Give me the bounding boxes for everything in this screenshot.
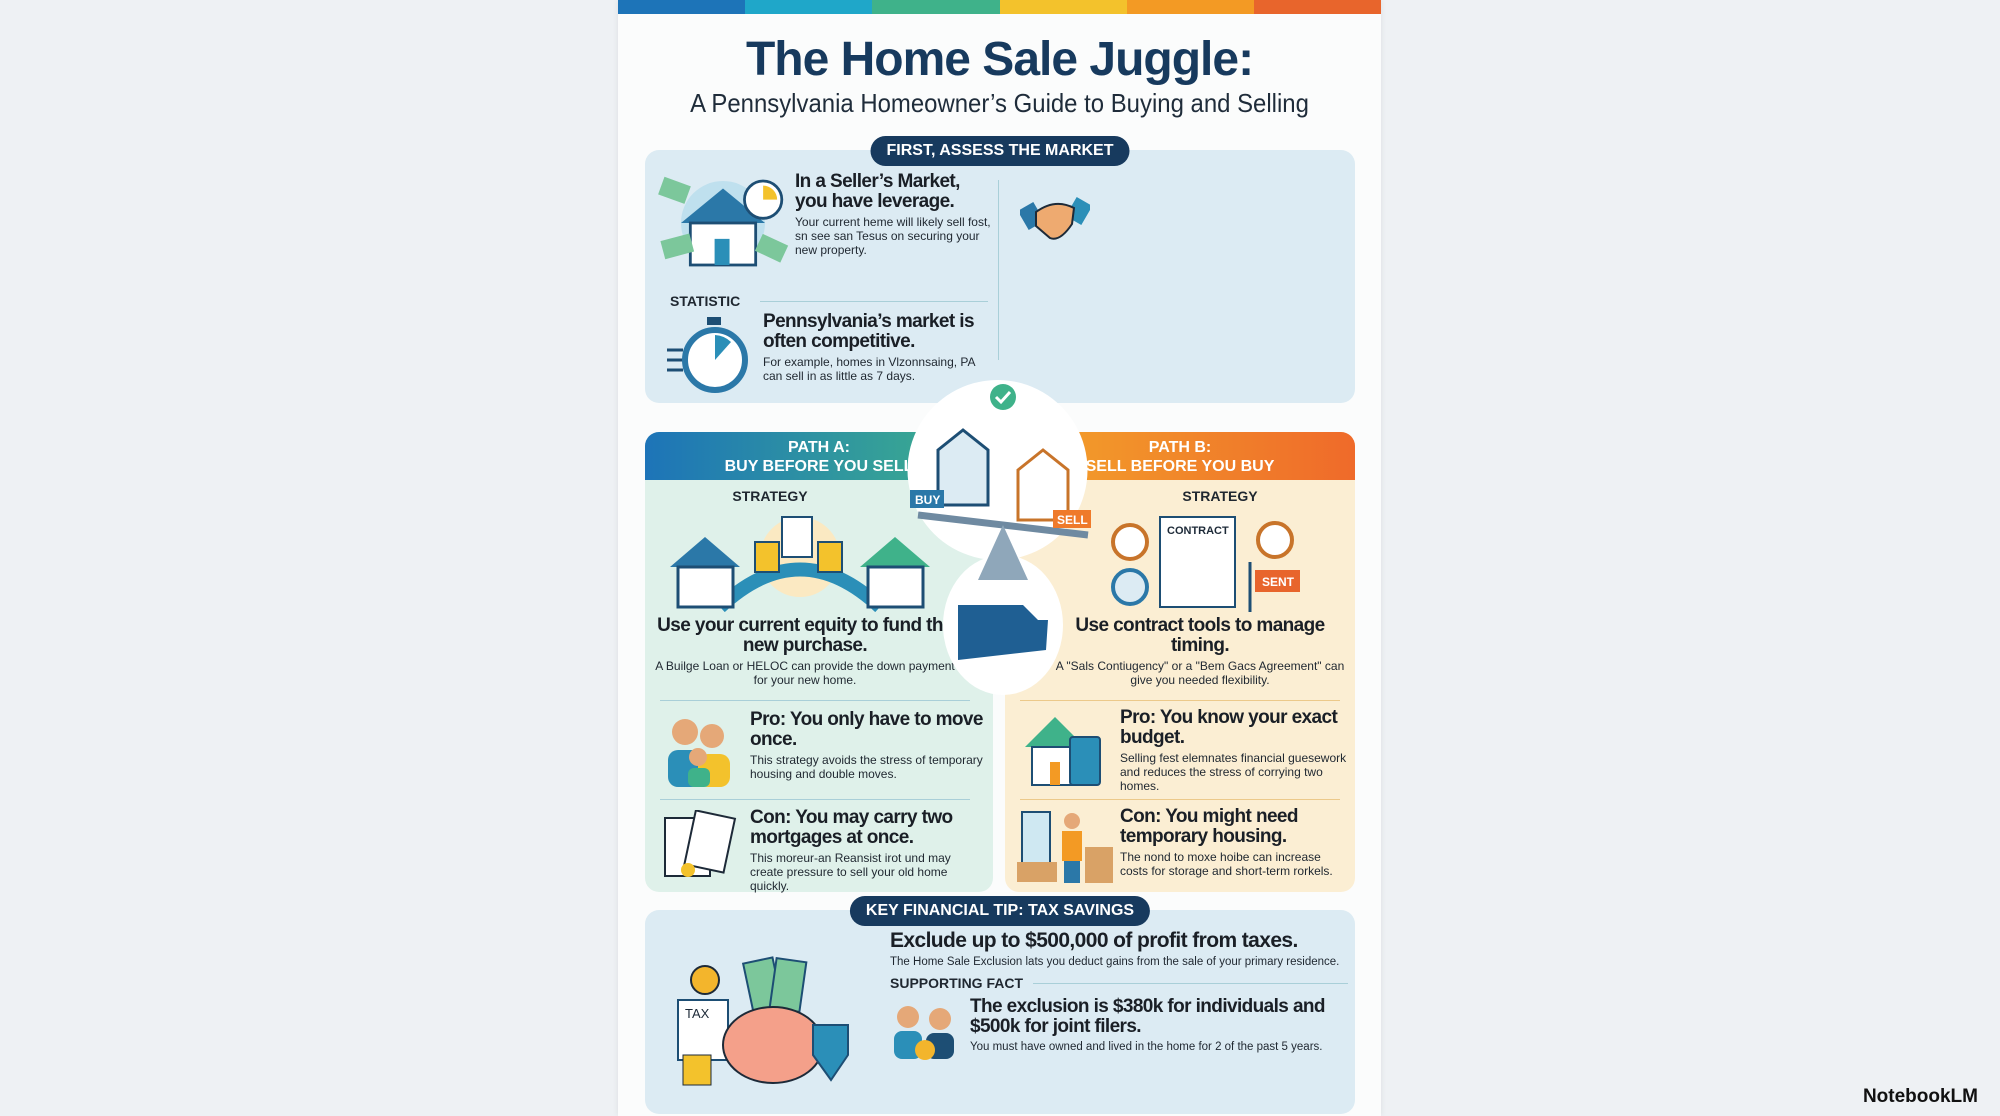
market-panel: In a Seller’s Market, you have leverage.… (645, 150, 1355, 403)
stat-heading: Pennsylvania’s market is often competiti… (763, 311, 975, 352)
page-subtitle: A Pennsylvania Homeowner’s Guide to Buyi… (690, 88, 1309, 118)
path-a-strategy-body: A Builge Loan or HELOC can provide the d… (655, 659, 955, 687)
people-money-icon (894, 1006, 954, 1060)
path-b-title-1: PATH B: (1148, 439, 1212, 456)
path-a-strategy-heading: Use your current equity to fund the new … (657, 615, 953, 656)
house-money-icon (658, 176, 789, 267)
handshake-icon (1020, 196, 1090, 240)
mover-boxes-icon (1017, 811, 1113, 883)
piggy-bank-tax-icon: TAX (677, 956, 849, 1086)
infographic: The Home Sale Juggle: A Pennsylvania Hom… (618, 0, 1382, 1116)
path-b-pro-heading: Pro: You know your exact budget. (1120, 707, 1338, 748)
leverage-block: In a Seller’s Market, you have leverage.… (795, 171, 993, 258)
tax-body: The Home Sale Exclusion lats you deduct … (890, 956, 1340, 968)
equity-bridge-icon (670, 516, 930, 612)
fact-heading: The exclusion is $380k for individuals a… (970, 996, 1326, 1037)
divider (1033, 982, 1348, 984)
documents-icon (664, 810, 737, 877)
path-b-strategy-body: A "Sals Contiugency" or a "Bem Gacs Agre… (1055, 659, 1345, 687)
divider (1020, 799, 1340, 800)
path-a-con-block: Con: You may carry two mortgages at once… (750, 807, 985, 894)
tax-label: TAX (685, 1006, 710, 1021)
tax-panel: TAX Exclude up to $500,000 of profit fro… (645, 910, 1355, 1114)
path-a-pro-heading: Pro: You only have to move once. (750, 709, 983, 750)
contract-label: CONTRACT (1167, 525, 1229, 537)
fact-body: You must have owned and lived in the hom… (970, 1041, 1323, 1053)
divider (760, 301, 988, 302)
supporting-fact-row: SUPPORTING FACT (890, 975, 1348, 991)
path-a-title-2: BUY BEFORE YOU SELL (724, 458, 914, 475)
color-bar (618, 0, 1382, 14)
stat-body: For example, homes in Vlzonnsaing, PA ca… (763, 355, 975, 383)
divider (660, 700, 970, 701)
supporting-fact-label: SUPPORTING FACT (890, 975, 1024, 991)
fact-row: The exclusion is $380k for individuals a… (890, 997, 1348, 1062)
path-a-strategy-label: STRATEGY (732, 488, 808, 504)
path-a-title-1: PATH A: (788, 439, 850, 456)
path-b-pro-body: Selling fest elemnates financial guesewo… (1120, 751, 1347, 793)
path-b-title-2: SELL BEFORE YOU BUY (1085, 458, 1275, 475)
path-a-con-body: This moreur-an Reansist irot und may cre… (750, 851, 951, 893)
tax-heading: Exclude up to $500,000 of profit from ta… (890, 929, 1298, 952)
statistic-label: STATISTIC (670, 293, 741, 309)
stopwatch-icon (667, 317, 748, 393)
path-b-con-block: Con: You might need temporary housing. T… (1120, 806, 1350, 879)
sell-tag: SELL (1057, 513, 1088, 527)
path-b-con-heading: Con: You might need temporary housing. (1120, 806, 1298, 847)
tax-pill: KEY FINANCIAL TIP: TAX SAVINGS (849, 896, 1151, 926)
fact-text: The exclusion is $380k for individuals a… (970, 997, 1348, 1062)
path-a-pro-body: This strategy avoids the stress of tempo… (750, 753, 983, 781)
path-b-strategy-block: Use contract tools to manage timing. A "… (1050, 615, 1350, 688)
vertical-divider (998, 180, 999, 360)
contract-clocks-icon: CONTRACT SENT (1111, 516, 1300, 612)
path-a-con-heading: Con: You may carry two mortgages at once… (750, 807, 953, 848)
leverage-body: Your current heme will likely sell fost,… (795, 215, 991, 257)
family-icon (668, 719, 730, 787)
pennsylvania-map-icon (958, 605, 1048, 660)
path-b-pro-block: Pro: You know your exact budget. Selling… (1120, 707, 1348, 794)
path-b-con-body: The nond to moxe hoibe can increase cost… (1120, 850, 1333, 878)
balance-scale-illustration: BUY SELL (907, 380, 1091, 695)
sign-label: SENT (1262, 575, 1295, 589)
path-b-strategy-label: STRATEGY (1182, 488, 1258, 504)
leverage-heading: In a Seller’s Market, you have leverage. (795, 171, 960, 212)
stat-block: Pennsylvania’s market is often competiti… (763, 311, 991, 384)
divider (1020, 700, 1340, 701)
page-title: The Home Sale Juggle: (745, 33, 1254, 86)
path-a-pro-block: Pro: You only have to move once. This st… (750, 709, 985, 782)
tax-content: Exclude up to $500,000 of profit from ta… (890, 930, 1348, 1062)
divider (660, 799, 970, 800)
path-a-strategy-block: Use your current equity to fund the new … (655, 615, 955, 688)
house-calculator-icon (1025, 717, 1101, 786)
notebooklm-watermark: NotebookLM (1862, 1086, 1978, 1107)
path-b-strategy-heading: Use contract tools to manage timing. (1075, 615, 1325, 656)
market-pill: FIRST, ASSESS THE MARKET (870, 136, 1130, 166)
buy-tag: BUY (915, 493, 940, 507)
